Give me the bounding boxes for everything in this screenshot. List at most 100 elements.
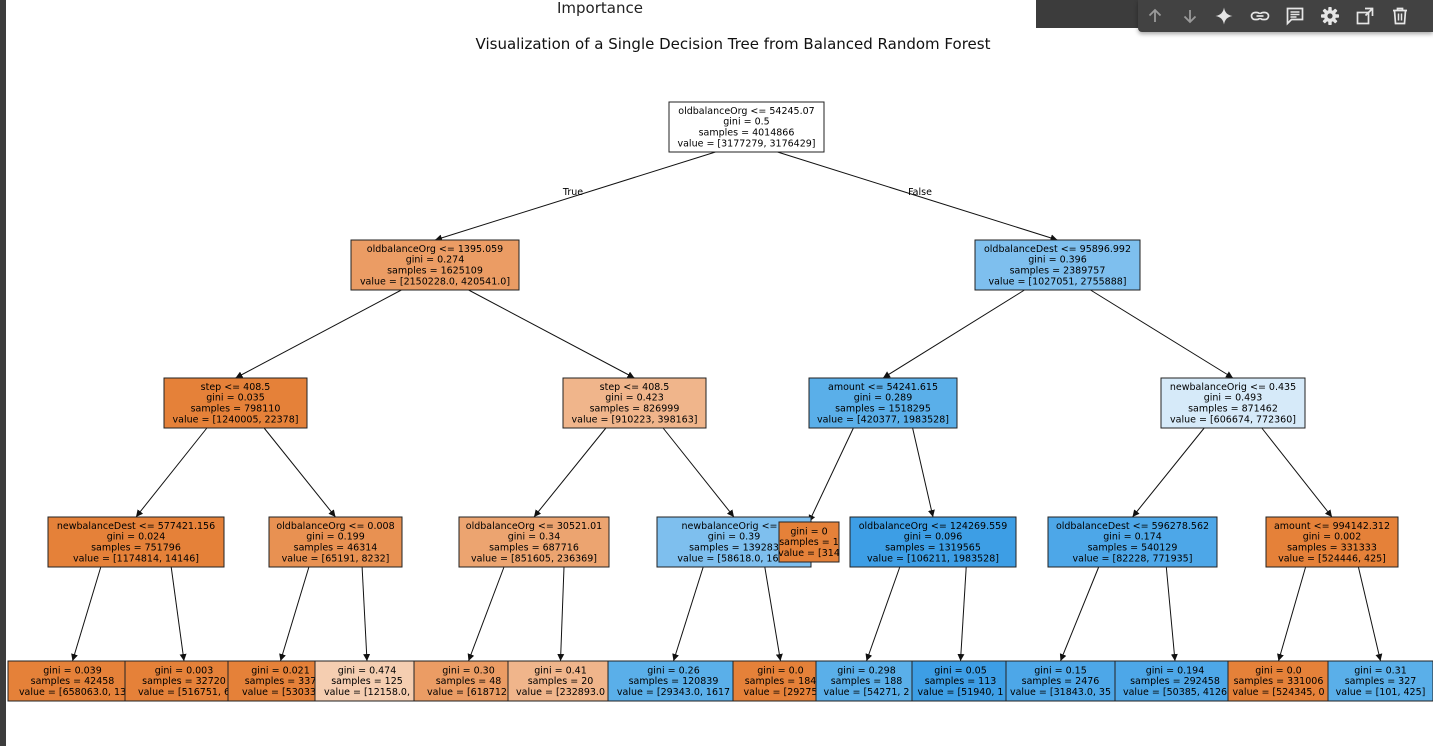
node-text-line: oldbalanceDest <= 596278.562: [1056, 521, 1209, 532]
tree-edge: [672, 566, 704, 662]
gemini-button[interactable]: [1212, 4, 1236, 28]
move-up-button[interactable]: [1143, 4, 1167, 28]
node-text-line: value = [29343.0, 1617: [617, 687, 730, 698]
node-box: [413, 660, 524, 702]
node-text-line: gini = 0: [790, 526, 827, 537]
node-text-line: samples = 871462: [1188, 404, 1278, 415]
node-text-line: value = [516751, 6: [138, 687, 230, 698]
tree-edge: [1090, 289, 1234, 379]
node-text-line: value = [314: [778, 548, 840, 559]
tree-edge: [808, 427, 854, 523]
node-text-line: samples = 687716: [489, 543, 579, 554]
node-text-line: gini = 0.26: [647, 665, 699, 676]
link-button[interactable]: [1248, 4, 1272, 28]
node-text-line: gini = 0.15: [1034, 665, 1086, 676]
node-text-line: value = [420377, 1983528]: [817, 414, 949, 425]
node-box: [1005, 660, 1116, 702]
node-text-line: gini = 0.5: [723, 117, 769, 128]
tree-edge: [170, 566, 187, 662]
node-text-line: gini = 0.039: [43, 665, 102, 676]
settings-button[interactable]: [1318, 4, 1342, 28]
node-text-line: value = [106211, 1983528]: [867, 553, 999, 564]
tree-edge: [1132, 427, 1205, 518]
node-text-line: samples = 331006: [1234, 676, 1324, 687]
node-text-line: gini = 0.174: [1103, 532, 1162, 543]
tree-edge: [361, 566, 371, 662]
node-text-line: value = [29275: [744, 687, 818, 698]
tree-edge: [662, 427, 735, 518]
node-text-line: samples = 2389757: [1010, 266, 1106, 277]
tree-edge: [279, 566, 310, 662]
node-text-line: value = [58618.0, 1617: [677, 553, 790, 564]
node-box: [562, 377, 707, 429]
node-text-line: value = [82228, 771935]: [1073, 553, 1193, 564]
node-text-line: samples = 331333: [1287, 543, 1377, 554]
node-text-line: gini = 0.34: [508, 532, 560, 543]
node-text-line: gini = 0.39: [708, 532, 760, 543]
node-text-line: value = [1027051, 2755888]: [988, 276, 1126, 287]
node-box: [911, 660, 1010, 702]
node-text-line: gini = 0.194: [1146, 665, 1205, 676]
node-text-line: value = [524345, 0: [1232, 687, 1324, 698]
node-text-line: value = [524446, 425]: [1278, 553, 1386, 564]
tree-edge: [467, 566, 505, 662]
tree-edge: [865, 566, 901, 662]
expand-icon: [1356, 7, 1374, 25]
node-text-line: newbalanceOrig <= 1: [681, 521, 786, 532]
node-text-line: gini = 0.274: [406, 255, 465, 266]
node-text-line: value = [910223, 398163]: [572, 414, 698, 425]
tree-edge: [533, 427, 607, 518]
true-branch-label: True: [562, 187, 583, 198]
node-text-line: samples = 120839: [629, 676, 719, 687]
node-box: [314, 660, 420, 702]
node-text-line: samples = 20: [528, 676, 594, 687]
node-box: [350, 239, 520, 291]
node-text-line: gini = 0.003: [155, 665, 214, 676]
node-box: [1114, 660, 1236, 702]
window-left-border: [0, 0, 6, 746]
tree-edges: [71, 151, 1383, 662]
node-box: [163, 377, 308, 429]
node-box: [668, 101, 825, 153]
tree-edge: [263, 427, 336, 518]
tree-edge: [764, 566, 783, 662]
node-text-line: newbalanceOrig <= 0.435: [1170, 382, 1296, 393]
node-text-line: gini = 0.05: [934, 665, 986, 676]
tree-edge: [912, 427, 935, 518]
node-text-line: value = [851605, 236369]: [471, 553, 597, 564]
tree-edge: [557, 566, 565, 662]
node-box: [607, 660, 740, 702]
node-text-line: gini = 0.002: [1303, 532, 1362, 543]
node-text-line: gini = 0.024: [107, 532, 166, 543]
node-box: [1047, 516, 1218, 568]
tree-edge: [1165, 566, 1178, 662]
delete-icon: [1393, 7, 1407, 25]
expand-button[interactable]: [1353, 4, 1377, 28]
tree-edge: [1277, 566, 1307, 662]
node-text-line: oldbalanceDest <= 95896.992: [984, 244, 1131, 255]
tree-edge: [71, 566, 102, 662]
node-text-line: amount <= 994142.312: [1274, 521, 1390, 532]
node-text-line: oldbalanceOrg <= 30521.01: [466, 521, 602, 532]
node-text-line: value = [50385, 4126: [1123, 687, 1227, 698]
delete-button[interactable]: [1388, 4, 1412, 28]
importance-heading: Importance: [557, 0, 643, 17]
move-down-button[interactable]: [1178, 4, 1202, 28]
tree-edge: [957, 566, 967, 662]
node-text-line: samples = 540129: [1088, 543, 1178, 554]
node-text-line: value = [606674, 772360]: [1170, 414, 1296, 425]
node-text-line: samples = 139283: [689, 543, 779, 554]
comment-button[interactable]: [1283, 4, 1307, 28]
node-text-line: oldbalanceOrg <= 1395.059: [367, 244, 503, 255]
